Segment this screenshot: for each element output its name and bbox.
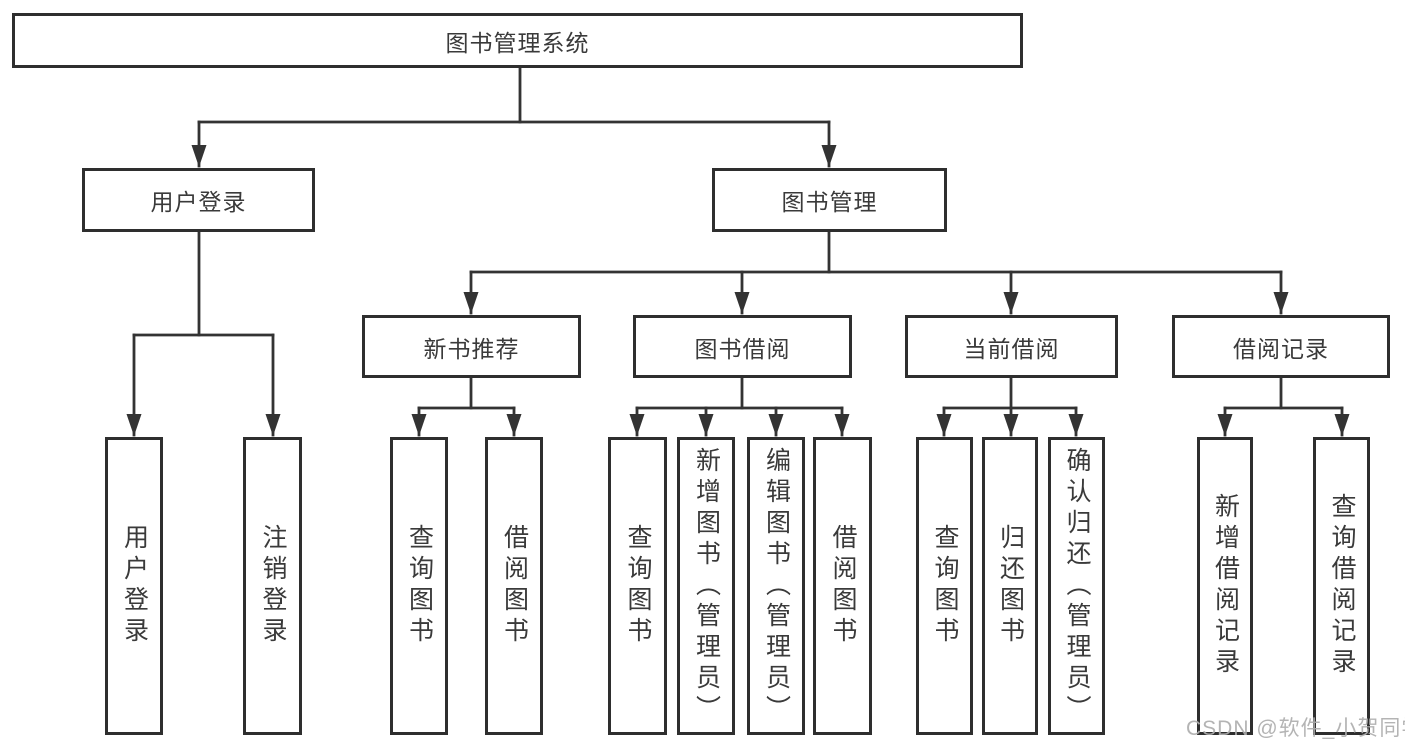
- leaf-add-borrow-record: 新增借阅记录: [1197, 437, 1253, 735]
- leaf-borrow-books: 借阅图书: [813, 437, 872, 735]
- leaf-add-borrow-record-label: 新增借阅记录: [1211, 493, 1240, 679]
- leaf-logout-label: 注销登录: [259, 524, 287, 648]
- node-new-book-recommend-label: 新书推荐: [423, 335, 520, 362]
- leaf-user-login-label: 用户登录: [120, 524, 149, 648]
- node-book-borrowing-label: 图书借阅: [694, 335, 791, 362]
- leaf-user-login: 用户登录: [105, 437, 163, 735]
- leaf-edit-books-admin-label: 编辑图书（管理员）: [762, 446, 791, 726]
- leaf-add-books-admin: 新增图书（管理员）: [677, 437, 735, 735]
- leaf-query-books-current: 查询图书: [916, 437, 973, 735]
- leaf-borrow-books-recommend: 借阅图书: [485, 437, 543, 735]
- node-new-book-recommend: 新书推荐: [362, 315, 581, 378]
- leaf-return-books: 归还图书: [982, 437, 1038, 735]
- node-book-borrowing: 图书借阅: [633, 315, 852, 378]
- leaf-query-borrow-record-label: 查询借阅记录: [1328, 493, 1356, 679]
- csdn-watermark: CSDN @软件_小贺同学: [1186, 717, 1405, 740]
- leaf-query-books-recommend: 查询图书: [390, 437, 448, 735]
- leaf-borrow-books-label: 借阅图书: [829, 524, 857, 648]
- node-user-login: 用户登录: [82, 168, 315, 232]
- leaf-borrow-books-recommend-label: 借阅图书: [500, 524, 529, 648]
- node-current-borrowing: 当前借阅: [905, 315, 1118, 378]
- leaf-confirm-return-admin-label: 确认归还（管理员）: [1063, 446, 1091, 726]
- leaf-confirm-return-admin: 确认归还（管理员）: [1048, 437, 1105, 735]
- node-book-management: 图书管理: [712, 168, 947, 232]
- leaf-return-books-label: 归还图书: [996, 524, 1025, 648]
- leaf-query-borrow-record: 查询借阅记录: [1313, 437, 1370, 735]
- leaf-edit-books-admin: 编辑图书（管理员）: [747, 437, 805, 735]
- leaf-query-books-current-label: 查询图书: [931, 524, 959, 648]
- node-current-borrowing-label: 当前借阅: [963, 335, 1060, 362]
- node-root-library-management-system: 图书管理系统: [12, 13, 1023, 68]
- leaf-add-books-admin-label: 新增图书（管理员）: [692, 446, 721, 726]
- leaf-query-books-borrowing: 查询图书: [608, 437, 667, 735]
- leaf-query-books-borrowing-label: 查询图书: [624, 524, 652, 648]
- node-root-label: 图书管理系统: [445, 29, 590, 56]
- leaf-query-books-recommend-label: 查询图书: [405, 524, 434, 648]
- node-borrowing-records-label: 借阅记录: [1233, 335, 1329, 362]
- node-borrowing-records: 借阅记录: [1172, 315, 1390, 378]
- node-book-management-label: 图书管理: [781, 189, 878, 215]
- leaf-logout: 注销登录: [243, 437, 302, 735]
- node-user-login-label: 用户登录: [150, 189, 247, 215]
